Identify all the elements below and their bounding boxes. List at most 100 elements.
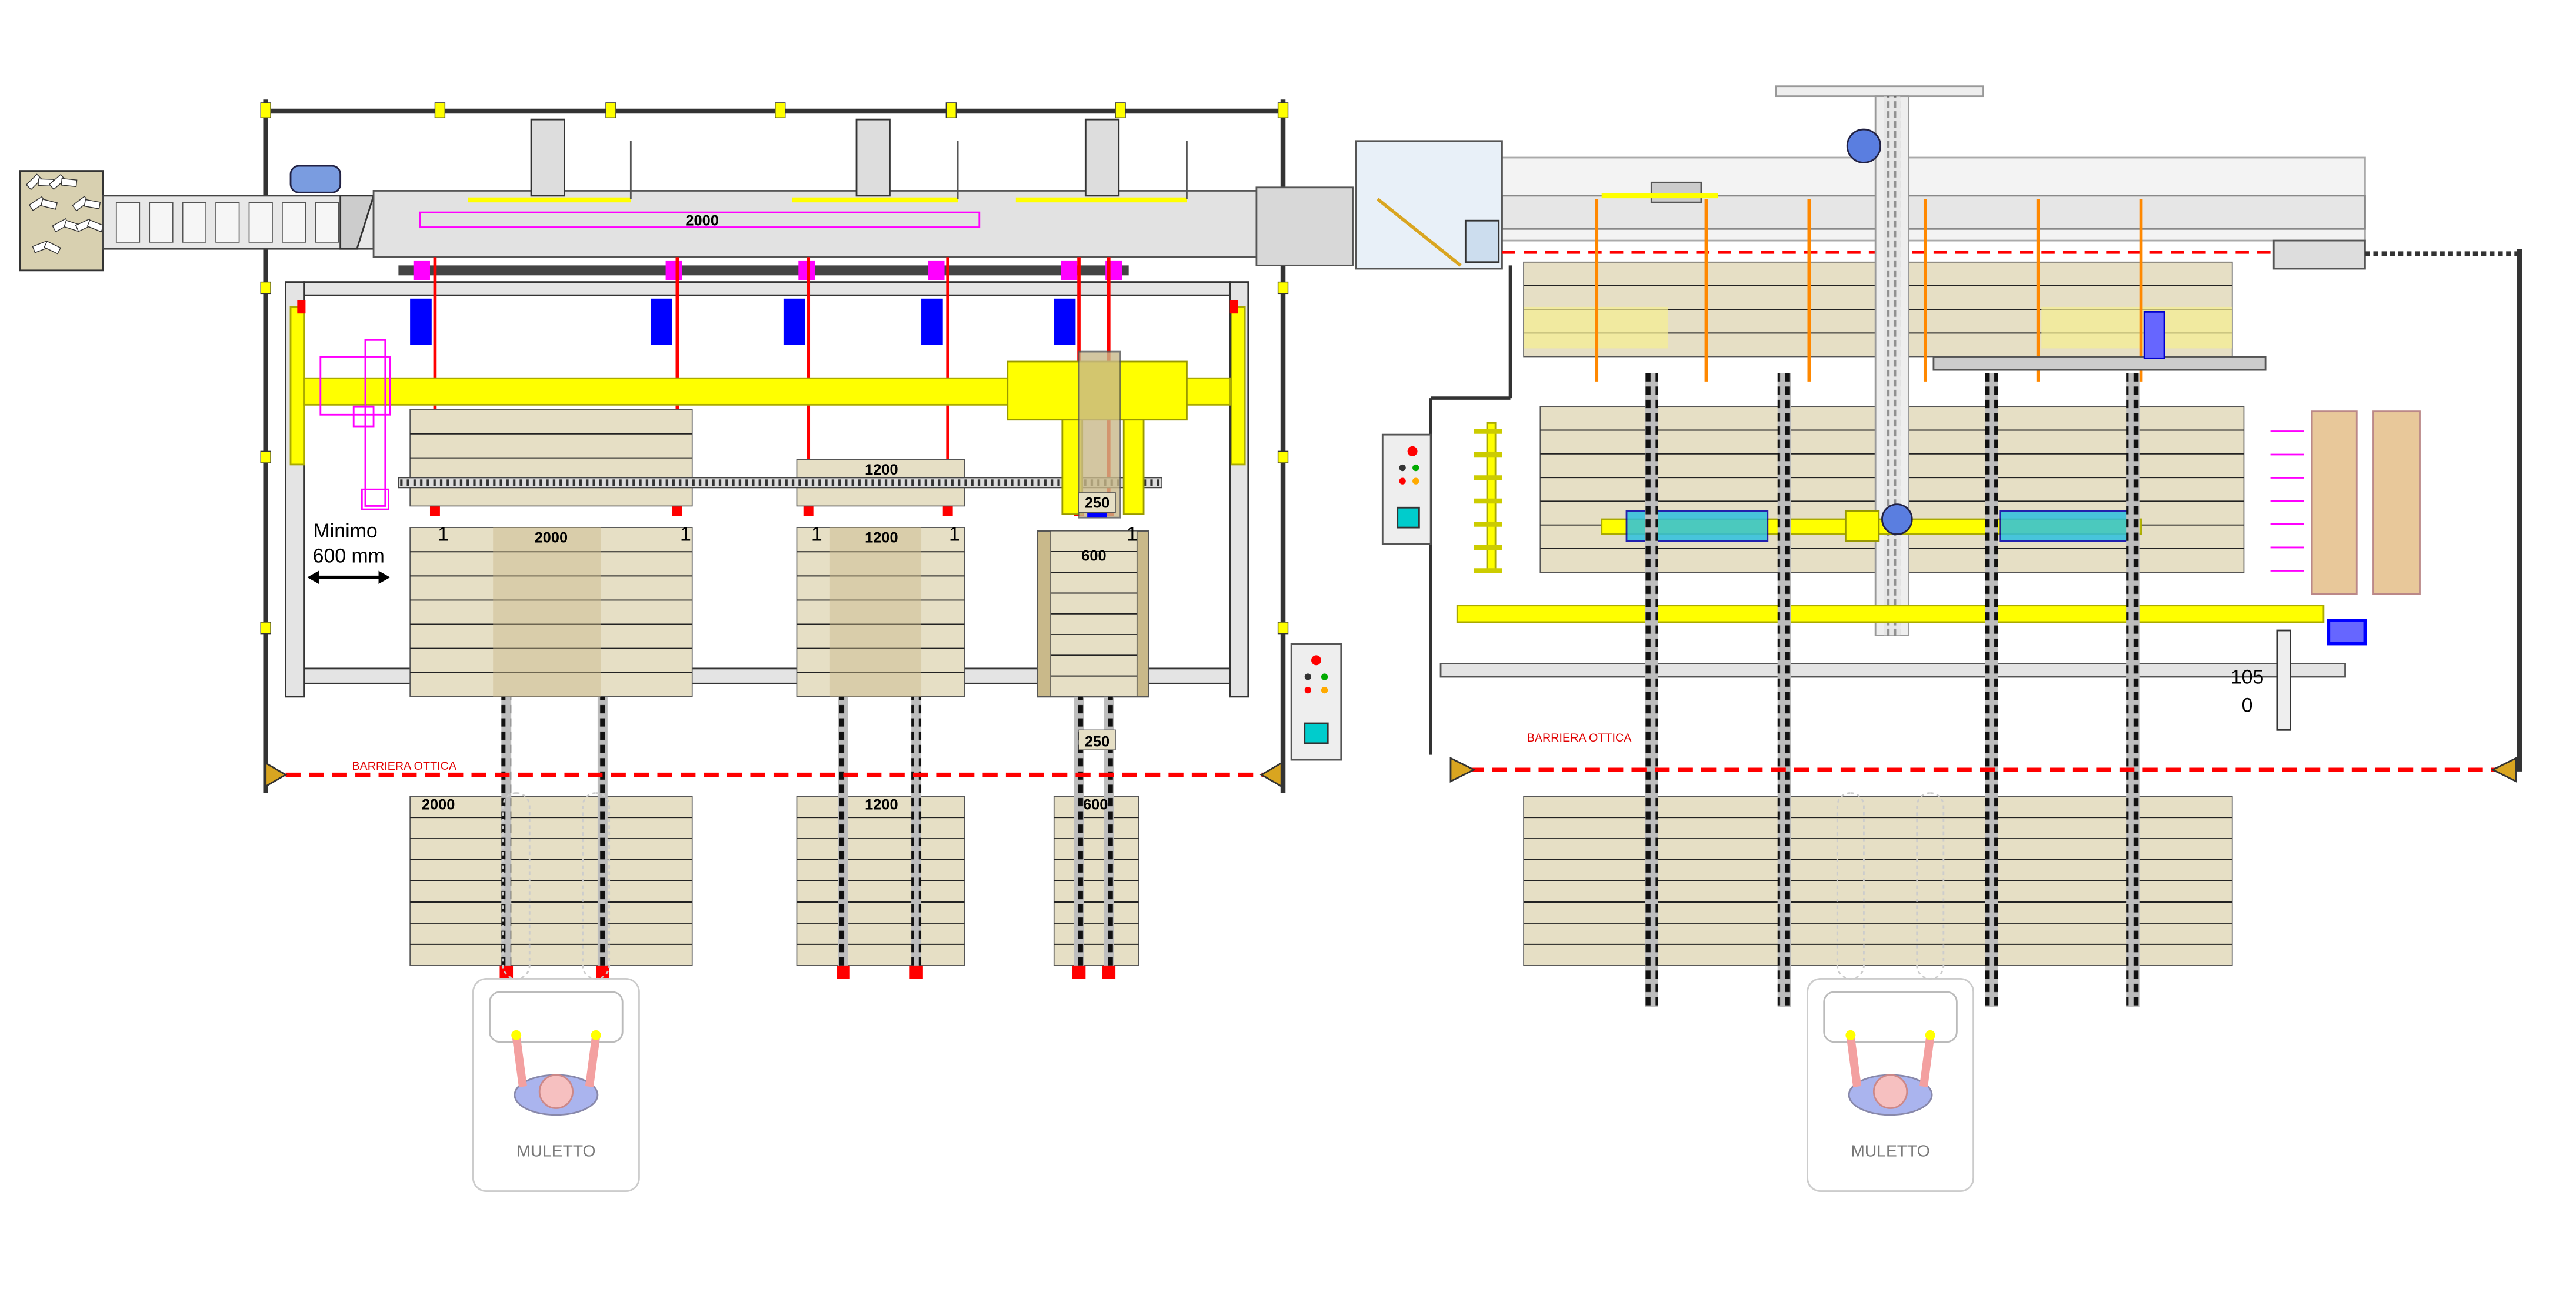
outfeed-size-label: 2000 xyxy=(422,797,455,813)
forklift-label: MULETTO xyxy=(1851,1141,1929,1160)
chain-rail xyxy=(1104,696,1114,966)
pallet-size-label: 1200 xyxy=(865,462,898,478)
clamp-block xyxy=(665,260,682,280)
guard-marker xyxy=(1115,102,1126,119)
conveyor-length-marker xyxy=(419,211,981,228)
motor-icon xyxy=(1881,503,1913,535)
scrap-piece xyxy=(49,173,66,190)
guard-marker xyxy=(1277,102,1289,119)
gripper-drawing xyxy=(319,339,391,510)
scrap-piece xyxy=(84,199,101,209)
yellow-crossbeam xyxy=(1456,605,2325,623)
pallet-size-label: 600 xyxy=(1081,548,1106,565)
conveyor-slat xyxy=(215,202,240,243)
position-marker: 1 xyxy=(811,523,822,546)
scrap-piece xyxy=(25,173,42,191)
chain-rail xyxy=(1777,373,1791,1007)
conveyor-slat xyxy=(182,202,206,243)
chain-end-block xyxy=(596,965,609,979)
chain-rail xyxy=(911,696,922,966)
guard-markers xyxy=(260,102,1289,635)
conveyor-slat xyxy=(149,202,174,243)
motor-icon xyxy=(289,165,342,193)
double-arrow-icon xyxy=(307,570,391,585)
forklift-body xyxy=(1807,978,1975,1192)
guard-marker xyxy=(434,102,446,119)
pallet-size-label: 1200 xyxy=(865,530,898,546)
position-marker: 1 xyxy=(438,523,449,546)
wood-strips xyxy=(2311,410,2358,595)
right-cell: 105 0 BARRIERA OTTICA MULETTO xyxy=(1355,85,2522,1192)
barrier-sensor-icon xyxy=(1449,756,1476,783)
operator-hand xyxy=(1845,1030,1856,1040)
actuator-block xyxy=(410,298,432,345)
scrap-piece xyxy=(40,198,58,210)
fork-tine xyxy=(1916,792,1945,980)
blue-unit xyxy=(2327,619,2367,646)
transfer-unit xyxy=(1255,186,1354,266)
guard-marker xyxy=(945,102,957,119)
min-distance-label: Minimo xyxy=(314,520,378,542)
pallet-stack xyxy=(796,527,965,697)
control-panel[interactable] xyxy=(1381,433,1432,545)
forklift xyxy=(1807,792,1975,1192)
guard-marker xyxy=(260,102,271,119)
chain-end-block xyxy=(1072,965,1086,979)
clamp-block xyxy=(798,260,815,280)
light-barrier-label: BARRIERA OTTICA xyxy=(352,760,456,773)
guard-marker xyxy=(260,450,271,463)
scrap-piece xyxy=(61,178,78,188)
barrier-sensor-icon xyxy=(265,762,288,788)
fork-tine xyxy=(582,792,611,980)
motor-icon xyxy=(1846,128,1882,163)
min-distance-value: 600 mm xyxy=(313,545,385,567)
left-cell: 2000 xyxy=(19,99,1354,1192)
gantry-rail xyxy=(398,265,1129,276)
fork-tine xyxy=(502,792,531,980)
rail-gap-label: 250 xyxy=(1085,733,1109,750)
chain-rail xyxy=(838,696,848,966)
guard-marker xyxy=(605,102,616,119)
forklift-mast xyxy=(489,991,624,1043)
operator-arm xyxy=(512,1036,527,1087)
dimension-label: 0 xyxy=(2242,694,2253,716)
chain-rail xyxy=(1074,696,1084,966)
forklift-label: MULETTO xyxy=(516,1141,595,1160)
guard-marker xyxy=(775,102,786,119)
guard-marker xyxy=(1277,281,1289,295)
control-panel[interactable] xyxy=(1290,643,1342,761)
chain-conveyor xyxy=(398,477,1162,489)
operator-arm xyxy=(1846,1036,1862,1087)
barrier-sensor-icon xyxy=(1259,762,1282,788)
guard-marker xyxy=(1277,622,1289,635)
gantry-beam-top xyxy=(303,281,1231,296)
actuator-block xyxy=(921,298,943,345)
chain-rail xyxy=(1645,373,1658,1007)
position-marker: 1 xyxy=(949,523,960,546)
conveyor-slat xyxy=(248,202,273,243)
chain-end-block xyxy=(499,965,514,979)
pallet-size-label: 2000 xyxy=(535,530,568,546)
operator-hand xyxy=(511,1030,522,1040)
dimension-label: 105 xyxy=(2231,666,2264,688)
outfeed-size-label: 600 xyxy=(1083,797,1108,813)
conveyor-hopper xyxy=(339,195,375,250)
clamp-block xyxy=(1061,260,1078,280)
position-marker: 1 xyxy=(680,523,691,546)
scrap-piece xyxy=(72,196,89,212)
scrap-piece xyxy=(44,241,61,255)
chain-end-block xyxy=(837,965,850,979)
chain-end-block xyxy=(1102,965,1116,979)
operator-arm xyxy=(1919,1036,1935,1087)
overlay-size-label: 250 xyxy=(1085,495,1109,511)
position-marker: 1 xyxy=(1127,523,1138,546)
operator-head-icon xyxy=(538,1074,574,1109)
clamp-block xyxy=(928,260,945,280)
operator-hand xyxy=(591,1030,601,1040)
actuator-block xyxy=(651,298,672,345)
gripper-tip xyxy=(429,504,440,516)
guard-marker xyxy=(260,281,271,295)
conveyor-slat xyxy=(315,202,339,243)
light-barrier-label: BARRIERA OTTICA xyxy=(1527,732,1632,744)
pallet-bearer xyxy=(829,527,922,697)
